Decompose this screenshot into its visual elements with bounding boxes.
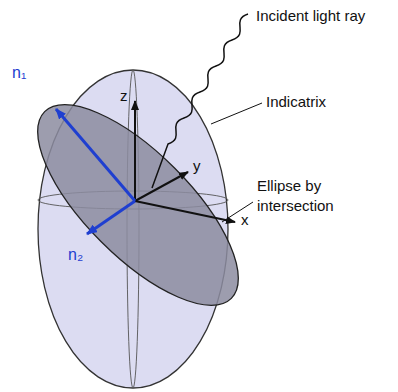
y-axis <box>135 172 188 201</box>
n1-arrow <box>56 109 135 201</box>
axis-label: y <box>193 156 201 176</box>
light-ray <box>152 14 248 188</box>
n2-arrow <box>87 201 135 234</box>
axis-label: x <box>241 210 249 230</box>
z-axis <box>134 101 136 201</box>
axis-label: z <box>120 86 128 106</box>
indicatrix-label: Indicatrix <box>266 92 326 112</box>
intersection-ellipse <box>8 75 268 335</box>
leader-line <box>211 103 262 124</box>
ellipse-label: Ellipse by intersection <box>257 176 369 217</box>
ray-label: Incident light ray <box>256 6 365 26</box>
index-label: n₁ <box>12 62 26 84</box>
index-label: n₂ <box>68 244 83 266</box>
x-axis <box>135 201 235 222</box>
